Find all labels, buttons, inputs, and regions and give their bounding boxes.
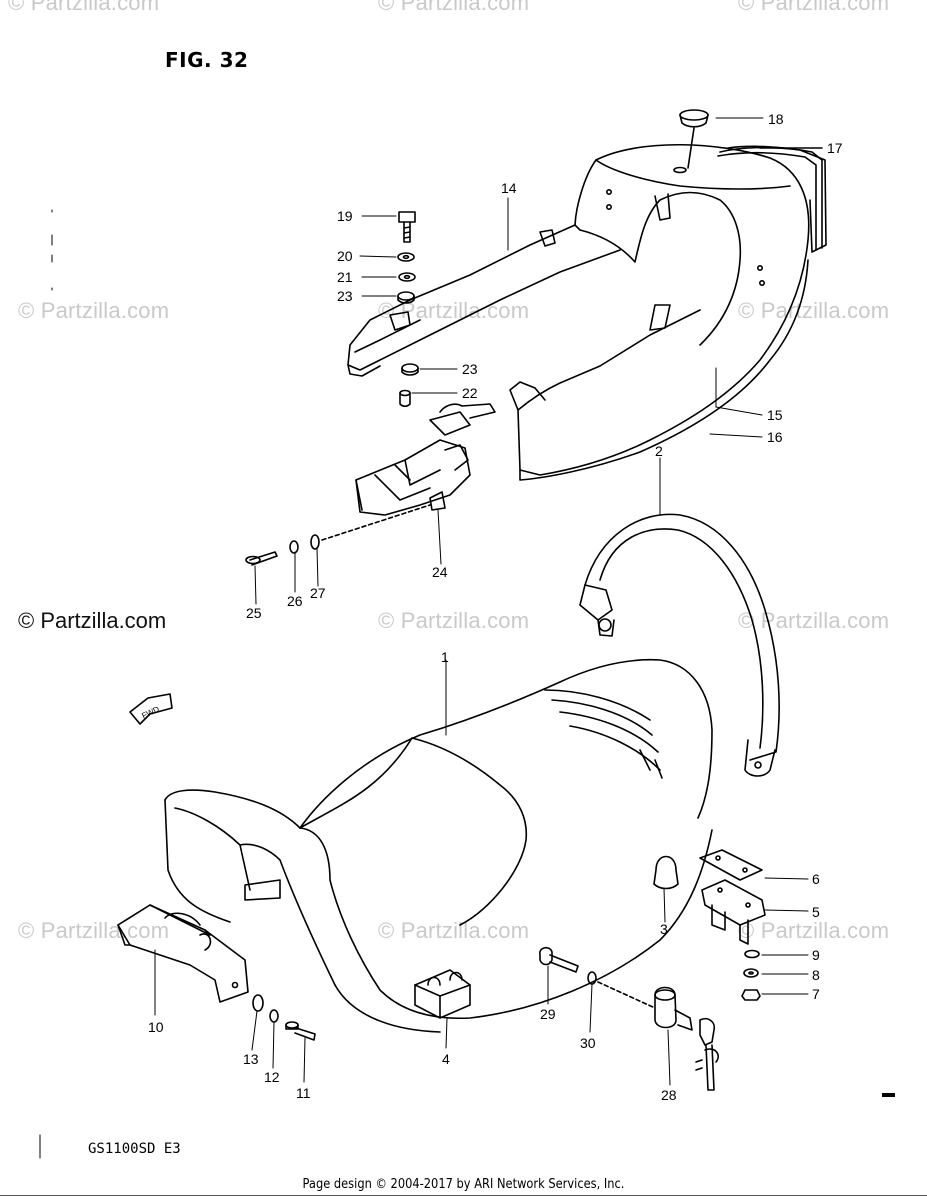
watermark-top-left: © Partzilla.com — [8, 0, 160, 15]
callout-26: 26 — [287, 593, 303, 609]
callout-9: 9 — [812, 947, 820, 963]
callout-4: 4 — [442, 1051, 450, 1067]
callout-22: 22 — [462, 385, 478, 401]
callout-28: 28 — [661, 1087, 677, 1103]
callout-23: 23 — [337, 288, 353, 304]
callout-12: 12 — [264, 1069, 280, 1085]
callout-27: 27 — [310, 585, 326, 601]
callout-6: 6 — [812, 871, 820, 887]
part-5-hinge — [701, 879, 766, 945]
part-13-washer — [252, 994, 264, 1012]
callout-23b: 23 — [462, 361, 478, 377]
part-11-bolt — [285, 1021, 316, 1041]
part-19-bolt — [398, 211, 416, 243]
callout-25: 25 — [246, 605, 262, 621]
callout-labels: 18 17 14 19 20 21 23 23 22 15 16 2 24 25… — [140, 111, 842, 1103]
model-code: GS1100SD E3 — [88, 1141, 181, 1157]
part-8-washer — [743, 968, 759, 978]
callout-29: 29 — [540, 1006, 556, 1022]
part-2-seat-strap — [579, 513, 780, 777]
part-12-washer — [269, 1009, 279, 1023]
callout-10: 10 — [148, 1019, 164, 1035]
watermark-top-center: © Partzilla.com — [378, 0, 530, 15]
part-6-plate — [699, 849, 763, 881]
callout-24: 24 — [432, 564, 448, 580]
part-9-washer — [744, 949, 760, 959]
callout-19: 19 — [337, 208, 353, 224]
callout-15: 15 — [767, 407, 783, 423]
watermark-row2-right: © Partzilla.com — [738, 298, 890, 323]
callout-17: 17 — [827, 140, 843, 156]
callout-7: 7 — [812, 986, 820, 1002]
part-7-nut — [741, 989, 761, 1001]
watermark-row3-center: © Partzilla.com — [378, 608, 530, 633]
callout-16: 16 — [767, 429, 783, 445]
callout-2: 2 — [655, 443, 663, 459]
watermark-row3-left: © Partzilla.com — [18, 608, 167, 633]
part-22-spacer — [399, 389, 411, 408]
callout-18: 18 — [768, 111, 784, 127]
callout-13: 13 — [243, 1051, 259, 1067]
callout-3: 3 — [660, 921, 668, 937]
watermark-row3-right: © Partzilla.com — [738, 608, 890, 633]
callout-8: 8 — [812, 967, 820, 983]
watermark-row4-right: © Partzilla.com — [738, 918, 890, 943]
part-4-bracket — [414, 969, 471, 1019]
watermark-row4-center: © Partzilla.com — [378, 918, 530, 943]
part-26-washer — [289, 540, 299, 554]
part-23b-nut — [401, 363, 419, 376]
callout-1: 1 — [441, 649, 449, 665]
fwd-arrow-icon — [129, 693, 173, 725]
part-25-bolt — [245, 551, 278, 566]
leader-30-28 — [597, 981, 656, 1009]
watermark-row4-left: © Partzilla.com — [18, 918, 170, 943]
part-18-grommet — [679, 109, 709, 169]
leader-lines — [154, 117, 823, 1086]
part-3-cushion — [653, 855, 679, 890]
callout-21: 21 — [337, 269, 353, 285]
part-14-tail-cowl — [347, 143, 827, 481]
part-23-nut — [397, 291, 415, 304]
part-29-bolt — [539, 946, 579, 973]
callout-30: 30 — [580, 1035, 596, 1051]
part-24-seat-lock — [355, 403, 496, 516]
footer-copyright: Page design © 2004-2017 by ARI Network S… — [302, 1177, 625, 1192]
watermark-row2-left: © Partzilla.com — [18, 298, 170, 323]
callout-20: 20 — [337, 248, 353, 264]
part-10-bracket — [117, 904, 249, 1003]
part-20-washer — [397, 252, 415, 262]
margin-specks — [39, 209, 53, 1159]
part-27-washer — [310, 534, 320, 550]
leader-27-24 — [321, 504, 431, 541]
part-21-washer — [398, 272, 416, 282]
footer-rule — [0, 1195, 927, 1196]
part-28-lock-with-keys — [654, 986, 720, 1091]
figure-label: FIG. 32 — [165, 48, 249, 72]
callout-5: 5 — [812, 904, 820, 920]
callout-11: 11 — [296, 1085, 311, 1101]
callout-14: 14 — [501, 180, 517, 196]
margin-dash — [882, 1093, 895, 1097]
watermark-top-right: © Partzilla.com — [738, 0, 890, 15]
